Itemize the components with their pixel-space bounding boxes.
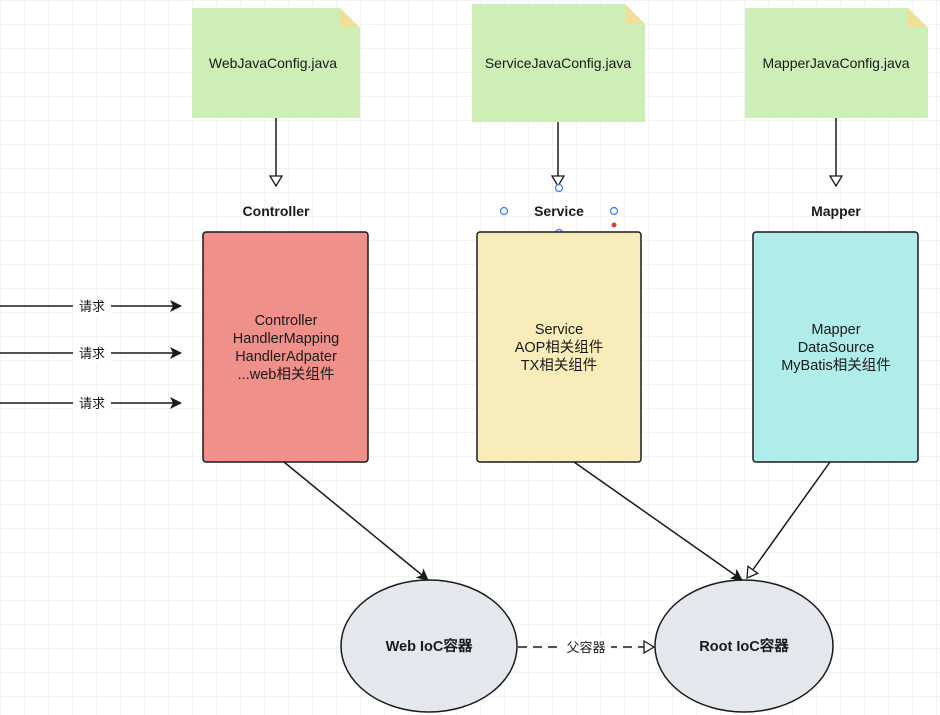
root-ioc-container[interactable]: Root IoC容器	[654, 579, 834, 713]
note-body	[472, 4, 645, 122]
request-label-bg	[73, 343, 111, 363]
service-box-line-2: AOP相关组件	[515, 339, 604, 356]
selection-handle-top[interactable]	[554, 183, 564, 193]
service-box-line-1: Service	[535, 322, 583, 338]
note-fold	[908, 8, 928, 28]
heading-service[interactable]: Service	[534, 203, 584, 219]
controller-box-body	[202, 231, 369, 463]
request-label: 请求	[79, 396, 105, 411]
service-box[interactable]: Service AOP相关组件 TX相关组件	[476, 231, 642, 463]
web-ioc-container[interactable]: Web IoC容器	[340, 579, 518, 713]
controller-box-line-2: HandlerMapping	[233, 331, 339, 347]
request-label-bg	[73, 393, 111, 413]
note-web-label: WebJavaConfig.java	[209, 55, 337, 71]
request-label-bg	[73, 296, 111, 316]
root-ioc-label: Root IoC容器	[699, 637, 789, 655]
parent-edge-label-bg	[561, 637, 611, 657]
note-service-label: ServiceJavaConfig.java	[485, 55, 632, 71]
request-arrow-2[interactable]: 请求	[0, 343, 182, 363]
note-web-java-config[interactable]: WebJavaConfig.java	[192, 8, 360, 118]
selection-rotate-dot[interactable]	[611, 222, 617, 228]
note-service-java-config[interactable]: ServiceJavaConfig.java	[472, 4, 645, 122]
controller-box-line-4: ...web相关组件	[238, 366, 335, 383]
note-fold	[340, 8, 360, 28]
mapper-box-line-3: MyBatis相关组件	[781, 357, 891, 374]
root-ioc-ellipse	[654, 579, 834, 713]
parent-container-edge[interactable]: 父容器	[518, 637, 654, 657]
mapper-box-line-1: Mapper	[811, 322, 860, 338]
web-ioc-label: Web IoC容器	[386, 637, 473, 655]
web-ioc-ellipse	[340, 579, 518, 713]
heading-mapper: Mapper	[811, 203, 861, 219]
request-arrow-3[interactable]: 请求	[0, 393, 182, 413]
request-arrow-1[interactable]: 请求	[0, 296, 182, 316]
note-mapper-label: MapperJavaConfig.java	[762, 55, 909, 71]
mapper-box[interactable]: Mapper DataSource MyBatis相关组件	[752, 231, 919, 463]
service-box-line-3: TX相关组件	[521, 357, 598, 374]
note-body	[745, 8, 928, 118]
note-fold	[625, 4, 645, 24]
mapper-box-line-2: DataSource	[798, 340, 875, 356]
selection-handle-right[interactable]	[609, 206, 619, 216]
request-label: 请求	[79, 299, 105, 314]
controller-box-line-3: HandlerAdpater	[235, 349, 337, 365]
controller-box-line-1: Controller	[255, 313, 318, 329]
note-mapper-java-config[interactable]: MapperJavaConfig.java	[745, 8, 928, 118]
request-label: 请求	[79, 346, 105, 361]
controller-box[interactable]: Controller HandlerMapping HandlerAdpater…	[202, 231, 369, 463]
parent-edge-label: 父容器	[566, 640, 605, 655]
note-body	[192, 8, 360, 118]
service-box-body	[476, 231, 642, 463]
arrow-service-to-root-ioc[interactable]	[573, 461, 743, 581]
arrow-mapper-to-root-ioc[interactable]	[747, 461, 831, 578]
selection-handle-left[interactable]	[499, 206, 509, 216]
heading-controller: Controller	[243, 203, 310, 219]
arrow-controller-to-web-ioc[interactable]	[283, 461, 429, 581]
mapper-box-body	[752, 231, 919, 463]
